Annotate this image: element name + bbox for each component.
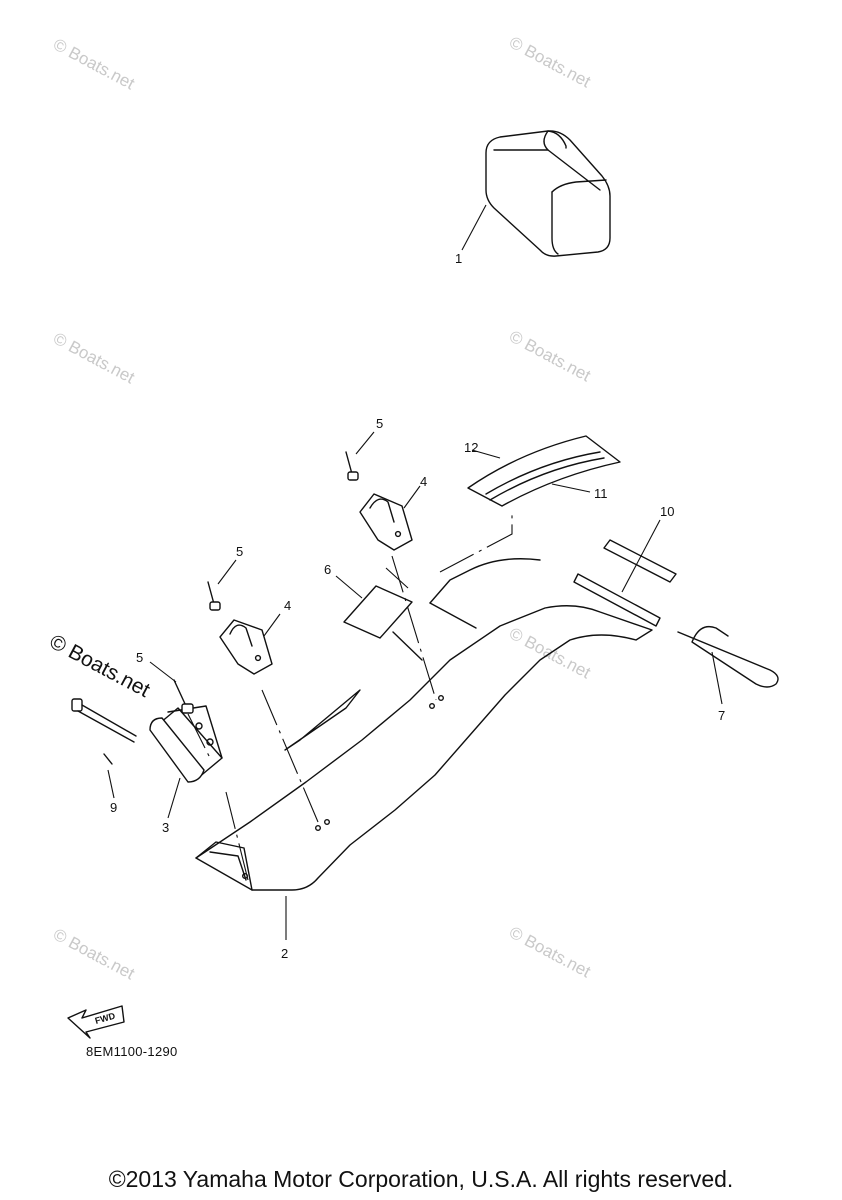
leader-5a [355,431,375,455]
part-9-pin [71,698,137,765]
callout-5c: 5 [136,650,143,665]
callout-10: 10 [660,504,674,519]
copyright-notice: ©2013 Yamaha Motor Corporation, U.S.A. A… [108,1166,734,1192]
fwd-arrow-icon: FWD [67,1005,125,1039]
leader-6 [335,575,363,599]
leader-3 [167,777,181,819]
callout-1: 1 [455,251,462,266]
leader-5c [149,661,177,683]
part-4-clip-upper [359,493,413,551]
callout-5a: 5 [376,416,383,431]
part-2-tray [195,558,653,891]
callout-4a: 4 [420,474,427,489]
callout-4b: 4 [284,598,291,613]
part-6-pad [343,585,413,639]
part-10-rod [603,539,677,583]
callout-9: 9 [110,800,117,815]
callout-11: 11 [594,486,608,501]
part-11-12-strip [467,435,621,507]
watermark-7: © Boats.net [506,923,594,982]
leader-9 [107,769,115,799]
watermark-3: © Boats.net [50,329,138,388]
callout-3: 3 [162,820,169,835]
leader-10 [621,519,661,593]
watermark-4: © Boats.net [506,327,594,386]
leader-11 [551,483,591,493]
leader-5b [217,559,237,585]
callout-7: 7 [718,708,725,723]
watermark-large: © Boats.net [46,630,154,702]
callouts: 1 2 3 4 4 5 5 5 6 7 9 10 11 12 [110,251,725,961]
guide-lines [187,510,513,881]
leader-7 [711,651,723,705]
watermark-1: © Boats.net [50,35,138,94]
part-1-cover [485,130,611,257]
callout-12: 12 [464,440,478,455]
part-3-hinge [149,705,223,783]
callout-2: 2 [281,946,288,961]
leader-12 [471,449,501,459]
part-5-rivets [173,451,359,714]
callout-5b: 5 [236,544,243,559]
part-4-clip-lower [219,619,273,675]
drawing-code: 8EM1100-1290 [86,1044,178,1059]
leader-4b [263,613,281,637]
leader-1 [461,204,487,251]
leader-4a [403,485,421,509]
watermark-2: © Boats.net [506,33,594,92]
watermark-6: © Boats.net [50,925,138,984]
callout-6: 6 [324,562,331,577]
part-7-hook [573,573,779,688]
